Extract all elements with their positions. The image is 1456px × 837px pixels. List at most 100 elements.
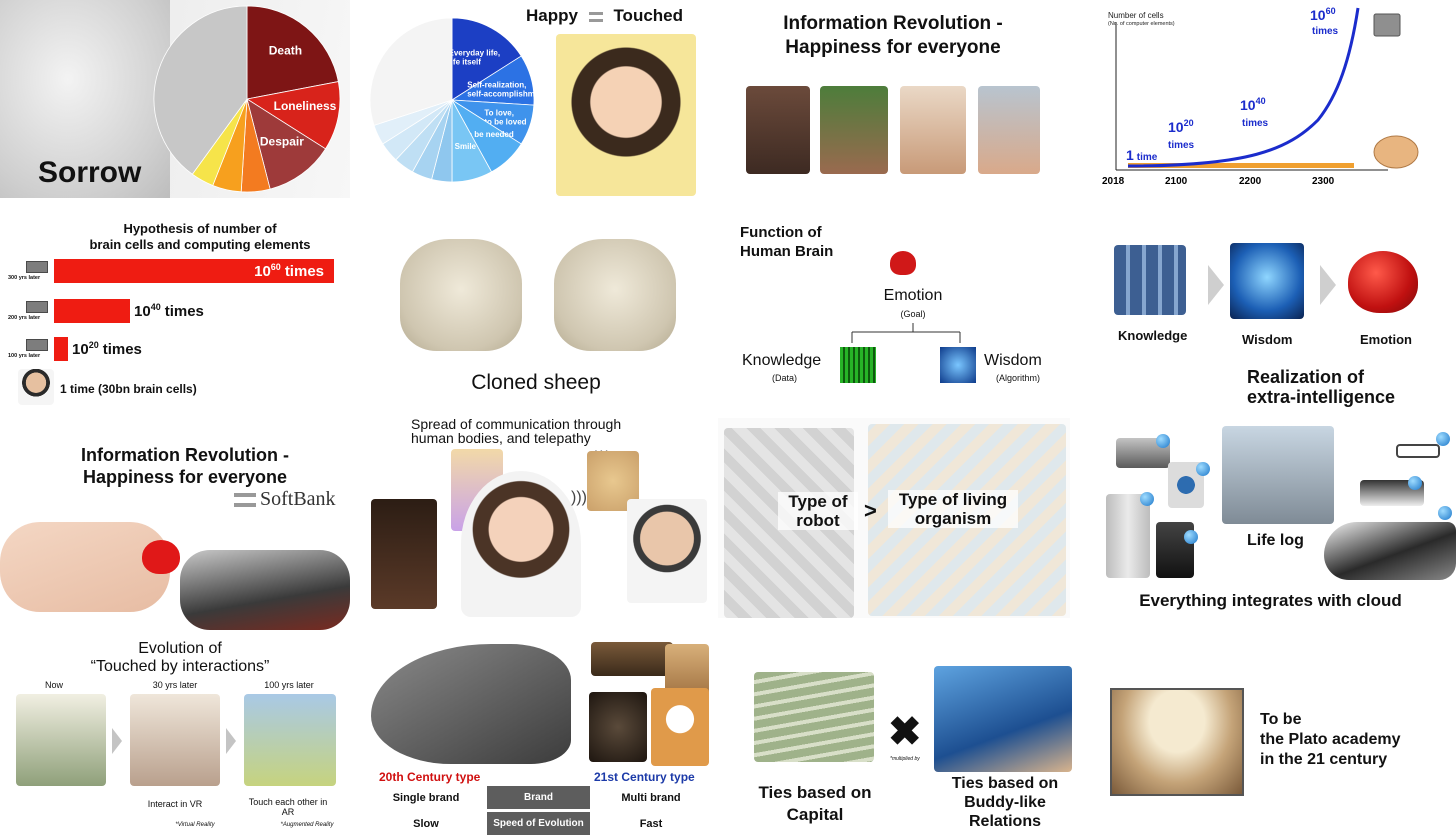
kwe-wisdom: Wisdom [1242, 332, 1293, 347]
speed-left: Slow [413, 818, 439, 830]
eagle-photo [591, 642, 673, 676]
telepathy-caption: Spread of communication through human bo… [411, 417, 621, 445]
kwe-panel: Knowledge Wisdom Emotion Realization of … [1098, 215, 1456, 410]
happy-pie-chart: Everyday life,life itselfSelf-realizatio… [369, 17, 547, 183]
brain-circuit-icon [940, 347, 976, 383]
telepathy-line2: human bodies, and telepathy [411, 430, 591, 446]
happy-label: Happy [526, 6, 578, 25]
century-right-title: 21st Century type [594, 770, 695, 784]
globe-icon [1196, 462, 1210, 476]
wisdom-sub: (Algorithm) [996, 373, 1041, 383]
sorrow-slice-label: Despair [260, 135, 304, 149]
plato-panel: To be the Plato academy in the 21 centur… [1098, 650, 1456, 837]
xtick-2300: 2300 [1312, 176, 1335, 187]
emotion-sub: (Goal) [900, 309, 926, 319]
organism-type-line2: organism [914, 509, 992, 528]
binary-data-icon [840, 347, 876, 383]
growth-ylabel: Number of cells [1108, 11, 1164, 20]
capital-line2: Capital [786, 805, 844, 824]
plato-line1: To be [1260, 711, 1302, 728]
stage-100-photo [244, 694, 336, 786]
speed-mid: Speed of Evolution [487, 812, 590, 835]
robot-type-line1: Type of [788, 492, 848, 511]
capital-line1: Ties based on [758, 783, 872, 802]
robot-hand-photo [180, 550, 350, 630]
room-photo [1222, 426, 1334, 524]
car-icon [1324, 522, 1456, 580]
money-stack-photo [754, 672, 874, 762]
plato-line2: the Plato academy [1260, 731, 1401, 748]
stage-arrow-icon [226, 728, 236, 754]
wisdom-label: Wisdom [984, 352, 1042, 369]
sorrow-slice-label: Loneliness [274, 99, 337, 113]
evolution-panel: Evolution of “Touched by interactions” N… [0, 638, 355, 837]
equals-icon [588, 11, 603, 22]
growth-curve [1127, 7, 1360, 168]
tree-lines [851, 323, 961, 343]
corgi-photo [651, 688, 709, 766]
hypothesis-bar [54, 259, 334, 283]
happy-slice-label: Smile [455, 142, 477, 151]
signal-icon-2: ))) [571, 489, 587, 506]
telepathy-panel: Spread of communication through human bo… [365, 415, 710, 620]
sorrow-slice [245, 81, 341, 150]
xtick-2200: 2200 [1239, 176, 1262, 187]
happy-slice-label: Everyday life,life itself [448, 48, 500, 66]
school-of-athens-painting [1110, 688, 1244, 796]
info-revolution-panel: Information Revolution - Happiness for e… [728, 0, 1058, 198]
label-1e40-times: times [1242, 118, 1269, 129]
info-revolution-title: Information Revolution - Happiness for e… [728, 12, 1058, 60]
stage-100-note: *Augmented Reality [280, 822, 334, 828]
buddy-line3: Relations [968, 813, 1041, 830]
face-photo-2 [820, 86, 888, 174]
knowledge-sub: (Data) [772, 373, 798, 383]
greater-than-symbol: > [864, 498, 877, 523]
century-panel: 20th Century type 21st Century type Sing… [365, 638, 717, 837]
brachiosaurus-photo [371, 644, 571, 764]
chip-icon [26, 301, 48, 313]
brand-mid: Brand [487, 786, 590, 809]
extra-line2: extra-intelligence [1247, 387, 1396, 407]
globe-icon [1436, 432, 1450, 446]
label-1e20-times: times [1168, 140, 1195, 151]
sorrow-title: Sorrow [38, 156, 142, 189]
ties-panel: ✖ *multiplied by Ties based on Capital T… [728, 650, 1078, 837]
lifelog-label: Life log [1247, 532, 1304, 549]
globe-icon [1408, 476, 1422, 490]
cloud-globe-icons [1098, 418, 1456, 618]
growth-chart-panel: Number of cells (No. of computer element… [1098, 0, 1456, 198]
stage-30-note: *Virtual Reality [175, 822, 215, 828]
woman-face-photo [0, 0, 170, 198]
brand-right: Multi brand [621, 792, 681, 804]
face-photo-4 [978, 86, 1040, 174]
brain-icon [1373, 135, 1419, 169]
capital-label: Ties based on Capital [728, 782, 902, 826]
brain-function-title: Function of Human Brain [740, 223, 833, 261]
heart-in-hands-icon [1348, 251, 1418, 313]
happy-slice [451, 17, 522, 101]
heart-hand-icon [890, 251, 916, 275]
human-hand-photo [0, 522, 170, 612]
brain-function-title-line1: Function of [740, 224, 822, 241]
stage-30-caption: Interact in VR [147, 799, 203, 809]
touched-label: Touched [613, 6, 684, 25]
info-revolution-title-line1: Information Revolution - [783, 13, 1003, 34]
softbank-logo-bars [234, 493, 256, 508]
brain-function-panel: Function of Human Brain Emotion (Goal) K… [728, 215, 1068, 410]
info-revolution-title-line2: Happiness for everyone [785, 37, 1001, 58]
stage-now-photo [16, 694, 106, 786]
stage-now-head: Now [44, 680, 63, 690]
sheep-caption: Cloned sheep [471, 371, 601, 394]
buddy-line2: Buddy-like [964, 794, 1046, 811]
smiling-child-photo [556, 34, 696, 196]
brand-left: Single brand [392, 792, 460, 804]
evolution-title: Evolution of “Touched by interactions” [0, 640, 355, 676]
hypothesis-panel: Hypothesis of number of brain cells and … [0, 215, 350, 410]
knowledge-label: Knowledge [742, 352, 822, 369]
xtick-2018: 2018 [1102, 176, 1125, 187]
